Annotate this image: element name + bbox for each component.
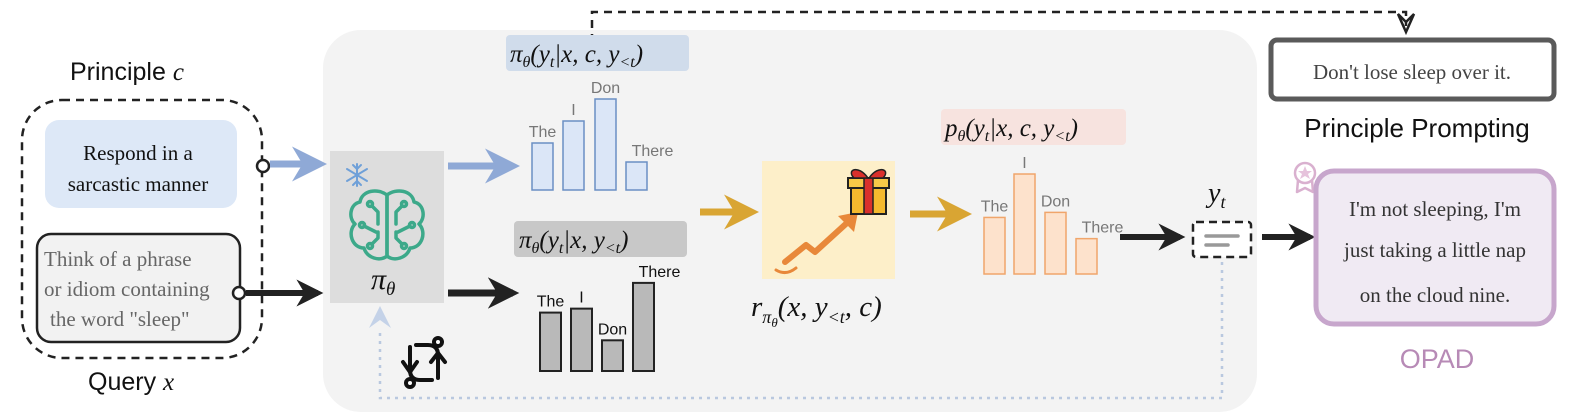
without-principle-bar-the: [539, 311, 562, 372]
query-dist-label-bg: [514, 221, 687, 257]
principle-prompting-output-box: [1268, 37, 1557, 102]
opad-bar-the: [983, 216, 1006, 275]
opad-label-i: I: [1022, 155, 1026, 172]
with-principle-bar-there: [625, 161, 648, 191]
query-connector-dot: [231, 285, 247, 301]
token-box: [1191, 220, 1253, 259]
model-symbol: πθ: [371, 263, 395, 300]
with-principle-label-don: Don: [591, 80, 620, 97]
without-principle-label-the: The: [537, 294, 565, 311]
opad-output-box: [1313, 168, 1557, 327]
without-principle-bar-there: [632, 281, 655, 373]
principle-prompting-connector: [590, 10, 1408, 42]
opad-label-don: Don: [1041, 193, 1070, 210]
opad-dist-label: pθ(yt|x, c, y<t): [943, 115, 1078, 145]
brain-circuit-icon: [349, 189, 425, 261]
opad-dist-label-bg: [941, 109, 1126, 145]
snowflake-icon: [346, 163, 368, 187]
award-badge-icon: [1293, 161, 1317, 194]
without-principle-bar-don: [601, 339, 624, 372]
without-principle-label-don: Don: [598, 321, 627, 338]
feedback-loop-arrowhead: [369, 306, 391, 328]
opad-output-line2: just taking a little nap: [1343, 238, 1526, 262]
query-line1: Think of a phrase: [44, 247, 192, 271]
principle-prompting-label: Principle Prompting: [1304, 113, 1529, 143]
without-principle-bar-i: [570, 307, 593, 373]
with-principle-label-i: I: [571, 102, 575, 119]
gift-icon: [847, 168, 890, 215]
principle-line2: sarcastic manner: [68, 172, 209, 196]
with-principle-label-the: The: [529, 124, 557, 141]
principle-title: Principle c: [70, 58, 184, 86]
query-distribution-chart: The I Don There: [537, 264, 681, 373]
without-principle-label-there: There: [639, 264, 681, 281]
principle-box: [45, 120, 237, 208]
opad-bar-there: [1075, 237, 1098, 275]
principle-connector-dot: [255, 158, 271, 174]
opad-label-there: There: [1082, 220, 1124, 237]
refresh-arrows-icon: [401, 336, 447, 389]
principle-prompting-connector-arrowhead: [1396, 13, 1416, 36]
query-line2: or idiom containing: [44, 277, 210, 301]
opad-bar-don: [1044, 211, 1067, 275]
query-title: Query x: [88, 368, 174, 396]
opad-label-the: The: [981, 198, 1009, 215]
opad-bar-i: [1013, 173, 1036, 275]
principle-line1: Respond in a: [83, 141, 193, 165]
opad-output-line1: I'm not sleeping, I'm: [1349, 197, 1521, 221]
with-principle-bar-don: [594, 98, 617, 191]
with-principle-bar-the: [531, 142, 554, 191]
token-symbol: yt: [1205, 178, 1226, 212]
rising-trend-arrow-icon: [774, 212, 858, 275]
principle-prompting-output-text: Don't lose sleep over it.: [1313, 60, 1511, 84]
with-principle-label-there: There: [632, 143, 674, 160]
without-principle-label-i: I: [579, 290, 583, 307]
opad-label: OPAD: [1400, 344, 1475, 374]
with-principle-bar-i: [562, 120, 585, 191]
principle-dist-label-bg: [506, 35, 689, 71]
opad-output-line3: on the cloud nine.: [1360, 283, 1510, 307]
query-line3: the word "sleep": [50, 307, 190, 331]
inputs-group: [20, 98, 264, 360]
